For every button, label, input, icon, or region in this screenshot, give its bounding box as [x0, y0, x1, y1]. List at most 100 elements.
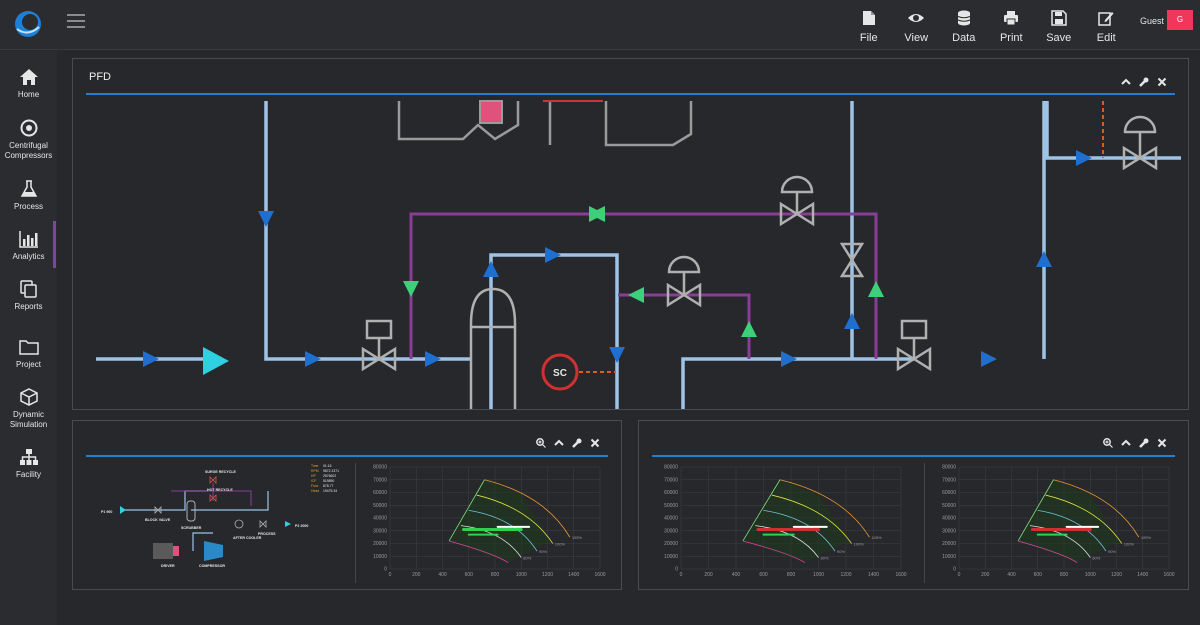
sidebar-item-reports[interactable]: Reports	[0, 280, 57, 312]
sidebar-item-label: Reports	[14, 302, 43, 311]
top-bar: File View Data Print Save Edit Guest G	[0, 0, 1200, 50]
panel-controls	[1121, 74, 1167, 87]
curve-label: 100%	[1124, 542, 1135, 547]
x-tick-label: 400	[732, 572, 741, 578]
y-tick-label: 50000	[942, 503, 956, 509]
mini-label-driver: DRIVER	[161, 564, 175, 568]
mini-label-block-valve: BLOCK VALVE	[145, 518, 171, 522]
speed-curve	[468, 509, 538, 552]
toolbar-save-button[interactable]: Save	[1035, 8, 1083, 44]
collapse-icon[interactable]	[1121, 435, 1131, 446]
toolbar-view-button[interactable]: View	[893, 8, 941, 44]
mini-label-process: PROCESS	[258, 532, 276, 536]
toolbar: File View Data Print Save Edit	[845, 8, 1130, 44]
y-tick-label: 80000	[942, 465, 956, 471]
sidebar: Home Centrifugal Compressors Process Ana…	[0, 51, 57, 625]
sidebar-item-process[interactable]: Process	[0, 180, 57, 212]
speed-controller: SC	[541, 353, 579, 391]
curve-label: 105%	[871, 535, 882, 540]
curve-label: 80%	[821, 556, 829, 561]
sidebar-item-label: Dynamic Simulation	[9, 410, 48, 429]
y-tick-label: 40000	[373, 516, 387, 522]
y-tick-label: 0	[675, 567, 678, 573]
toolbar-label: Save	[1046, 32, 1072, 44]
operating-envelope	[742, 479, 849, 563]
curve-label: 90%	[1108, 549, 1116, 554]
control-valve	[779, 175, 815, 227]
x-tick-label: 1200	[1111, 572, 1122, 578]
x-tick-label: 1000	[1085, 572, 1096, 578]
sidebar-item-centrifugal-compressors[interactable]: Centrifugal Compressors	[0, 119, 57, 161]
scrubber-vessel	[469, 287, 517, 409]
curve-label: 90%	[837, 549, 845, 554]
y-tick-label: 40000	[942, 516, 956, 522]
sidebar-item-label: Facility	[16, 470, 41, 479]
collapse-icon[interactable]	[554, 435, 564, 446]
curve-label: 80%	[1092, 556, 1100, 561]
control-valve	[666, 255, 702, 308]
x-tick-label: 800	[787, 572, 796, 578]
toolbar-edit-button[interactable]: Edit	[1083, 8, 1131, 44]
target-icon	[20, 119, 37, 137]
toolbar-file-button[interactable]: File	[845, 8, 893, 44]
wrench-icon[interactable]	[572, 435, 582, 448]
mini-label-after-cooler: AFTER COOLER	[233, 536, 262, 540]
toolbar-label: View	[904, 32, 929, 44]
wrench-icon[interactable]	[1139, 74, 1149, 87]
app-logo[interactable]	[13, 9, 43, 39]
x-tick-label: 0	[958, 572, 961, 578]
sidebar-item-label: Project	[16, 360, 41, 369]
avatar[interactable]: G	[1167, 10, 1193, 30]
x-tick-label: 600	[759, 572, 768, 578]
speed-curve	[476, 494, 554, 544]
mini-label-p2: P2 2000	[295, 524, 308, 528]
zoom-icon[interactable]	[1103, 435, 1113, 448]
zoom-icon[interactable]	[536, 435, 546, 448]
close-icon[interactable]	[1157, 74, 1167, 87]
sidebar-item-label: Process	[14, 202, 43, 211]
check-valve	[839, 242, 865, 278]
collapse-icon[interactable]	[1121, 74, 1131, 85]
close-icon[interactable]	[590, 435, 600, 448]
sidebar-item-facility[interactable]: Facility	[0, 448, 57, 480]
sidebar-item-dynamic-simulation[interactable]: Dynamic Simulation	[0, 388, 57, 430]
performance-map-chart: 0100002000030000400005000060000700008000…	[942, 465, 1175, 579]
speed-curve	[763, 509, 836, 552]
x-tick-label: 200	[412, 572, 421, 578]
toolbar-label: Print	[999, 32, 1023, 44]
readout-value: 19475.34	[323, 489, 337, 493]
y-tick-label: 70000	[664, 477, 678, 483]
sidebar-item-analytics[interactable]: Analytics	[0, 230, 57, 262]
vessel-nozzle	[479, 100, 503, 124]
y-tick-label: 30000	[942, 528, 956, 534]
surge-line	[742, 479, 781, 542]
y-tick-label: 20000	[373, 541, 387, 547]
menu-toggle-icon[interactable]	[67, 14, 85, 28]
sidebar-item-home[interactable]: Home	[0, 68, 57, 100]
x-tick-label: 600	[465, 572, 474, 578]
wrench-icon[interactable]	[1139, 435, 1149, 448]
x-tick-label: 200	[704, 572, 713, 578]
y-tick-label: 20000	[664, 541, 678, 547]
sidebar-item-project[interactable]: Project	[0, 338, 57, 370]
toolbar-label: Data	[952, 32, 976, 44]
curve-label: 105%	[572, 535, 583, 540]
performance-map-chart: 0100002000030000400005000060000700008000…	[664, 465, 907, 579]
readout-label: Flow	[311, 484, 319, 488]
flow-arrows	[143, 150, 1092, 367]
operating-envelope	[1018, 479, 1120, 563]
curve-label: 90%	[539, 549, 547, 554]
x-tick-label: 1000	[813, 572, 824, 578]
control-valve	[1122, 115, 1158, 171]
sidebar-item-label: Centrifugal Compressors	[4, 141, 53, 160]
user-name: Guest	[1140, 16, 1165, 26]
x-tick-label: 600	[1034, 572, 1043, 578]
operating-envelope	[449, 479, 551, 563]
cube-icon	[19, 388, 38, 406]
x-tick-label: 1400	[868, 572, 879, 578]
y-tick-label: 80000	[664, 465, 678, 471]
toolbar-data-button[interactable]: Data	[940, 8, 988, 44]
sitemap-icon	[19, 449, 38, 465]
close-icon[interactable]	[1157, 435, 1167, 448]
toolbar-print-button[interactable]: Print	[988, 8, 1036, 44]
